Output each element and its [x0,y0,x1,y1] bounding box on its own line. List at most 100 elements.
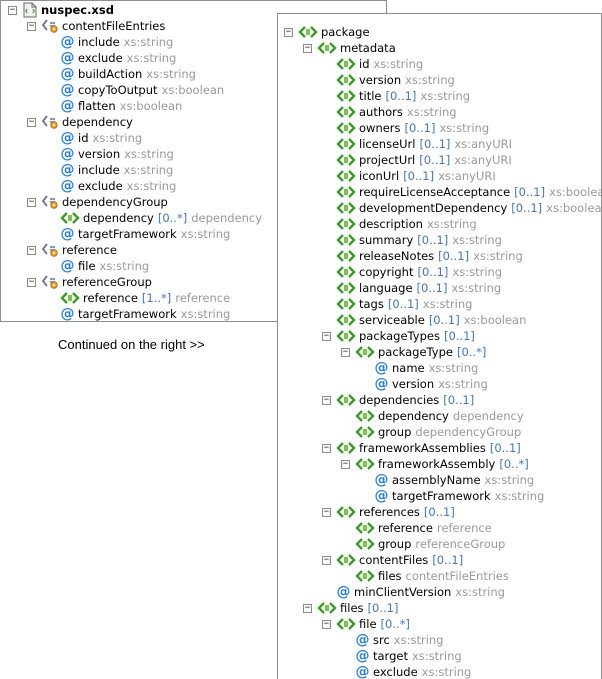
tree-node-element[interactable]: requireLicenseAcceptance[0..1]xs:boolean [336,184,601,200]
tree-node-element[interactable]: −contentFiles[0..1] [322,552,463,568]
tree-node-element[interactable]: −frameworkAssembly[0..*] [341,456,529,472]
collapse-toggle-icon[interactable]: − [27,244,36,255]
tree-node-element[interactable]: owners[0..1]xs:string [336,120,489,136]
tree-node-element[interactable]: iconUrl[0..1]xs:anyURI [336,168,496,184]
tree-node-element[interactable]: title[0..1]xs:string [336,88,470,104]
tree-node-complextype[interactable]: −dependencyGroup [27,194,168,210]
collapse-toggle-icon[interactable]: − [322,330,331,341]
tree-node-element[interactable]: −packageTypes[0..1] [322,328,475,344]
tree-node-element[interactable]: reference[1..*]reference [60,290,230,306]
collapse-toggle-icon[interactable]: − [284,26,293,37]
collapse-toggle-icon[interactable]: − [322,554,331,565]
collapse-toggle-icon[interactable]: − [27,276,36,287]
node-name: file [359,617,377,631]
node-type: xs:boolean [463,313,527,327]
collapse-toggle-icon[interactable]: − [322,442,331,453]
tree-node-element[interactable]: developmentDependency[0..1]xs:boolean [336,200,601,216]
tree-node-complextype[interactable]: −dependency [27,114,133,130]
node-type: xs:string [405,73,455,87]
tree-node-element[interactable]: copyright[0..1]xs:string [336,264,502,280]
node-name: frameworkAssemblies [359,441,486,455]
tree-node-element[interactable]: −package [284,24,370,40]
tree-node-element[interactable]: dependency[0..*]dependency [60,210,262,226]
collapse-toggle-icon[interactable]: − [322,618,331,629]
tree-node-element[interactable]: licenseUrl[0..1]xs:anyURI [336,136,512,152]
collapse-toggle-icon[interactable]: − [27,20,36,31]
collapse-toggle-icon[interactable]: − [303,602,312,613]
node-type: xs:string [494,489,545,503]
collapse-toggle-icon[interactable]: − [322,394,331,405]
collapse-toggle-icon[interactable]: − [27,196,36,207]
tree-node-element[interactable]: −metadata [303,40,396,56]
collapse-toggle-icon[interactable]: − [322,506,331,517]
tree-node-element[interactable]: language[0..1]xs:string [336,280,501,296]
tree-node-element[interactable]: −references[0..1] [322,504,455,520]
node-name: include [78,35,120,49]
node-type: xs:string [99,259,150,273]
tree-node-element[interactable]: −frameworkAssemblies[0..1] [322,440,521,456]
tree-node-complextype[interactable]: −reference [27,242,117,258]
element-icon [317,600,337,616]
node-name: files [340,601,364,615]
tree-node-element[interactable]: serviceable[0..1]xs:boolean [336,312,526,328]
tree-node-element[interactable]: −files[0..1] [303,600,398,616]
node-name: name [392,361,425,375]
node-cardinality: [0..1] [428,313,460,327]
node-cardinality: [0..1] [443,393,475,407]
collapse-toggle-icon[interactable]: − [27,116,36,127]
attribute-icon: @ [60,82,75,98]
node-cardinality: [0..1] [514,185,546,199]
tree-node-complextype[interactable]: −contentFileEntries [27,18,165,34]
node-type: xs:string [422,297,473,311]
element-icon [336,168,356,184]
tree-node-element[interactable]: −packageType[0..*] [341,344,486,360]
tree-node-file[interactable]: −nuspec.xsd [8,2,114,18]
tree-node-element[interactable]: −dependencies[0..1] [322,392,474,408]
collapse-toggle-icon[interactable]: − [8,4,17,15]
tree-node-element[interactable]: −file[0..*] [322,616,410,632]
tree-node-complextype[interactable]: −referenceGroup [27,274,152,290]
tree-node-element[interactable]: projectUrl[0..1]xs:anyURI [336,152,512,168]
collapse-toggle-icon[interactable]: − [341,458,350,469]
node-cardinality: [0..1] [438,249,470,263]
collapse-toggle-icon[interactable]: − [303,42,312,53]
tree-node-element[interactable]: summary[0..1]xs:string [336,232,502,248]
node-name: targetFramework [78,307,177,321]
tree-node-element[interactable]: releaseNotes[0..1]xs:string [336,248,523,264]
node-type: xs:anyURI [454,153,512,167]
tree-node-element[interactable]: tags[0..1]xs:string [336,296,472,312]
node-name: exclude [78,179,123,193]
collapse-toggle-icon[interactable]: − [341,346,350,357]
node-cardinality: [0..1] [387,297,419,311]
